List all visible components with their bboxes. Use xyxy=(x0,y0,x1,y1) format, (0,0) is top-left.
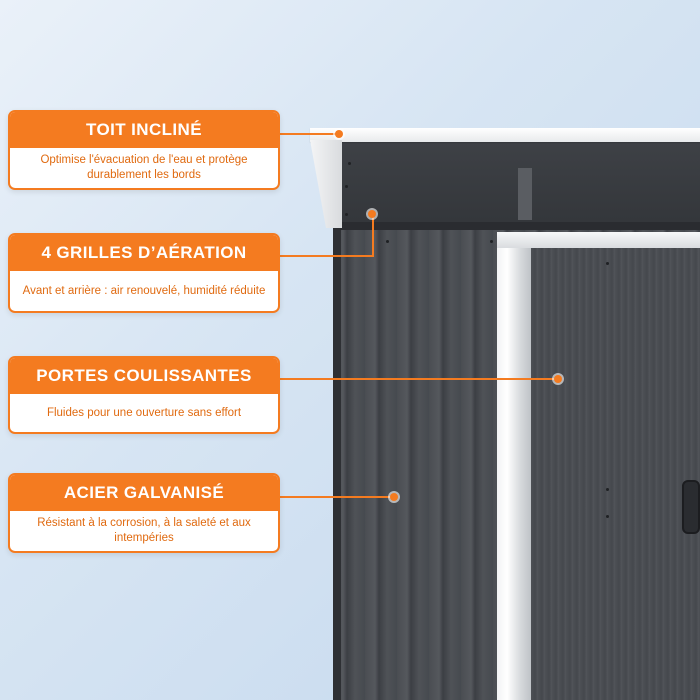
callout-description: Optimise l'évacuation de l'eau et protèg… xyxy=(40,154,248,181)
sliding-door xyxy=(531,248,700,700)
rivet xyxy=(345,213,348,216)
callout-sloped-roof: TOIT INCLINÉ Optimise l'évacuation de l'… xyxy=(8,110,280,190)
rivet xyxy=(386,240,389,243)
callout-description: Résistant à la corrosion, à la saleté et… xyxy=(37,517,251,544)
marker-dot-roof xyxy=(335,130,343,138)
callout-title: ACIER GALVANISÉ xyxy=(10,475,278,511)
callout-title: 4 GRILLES D’AÉRATION xyxy=(10,235,278,271)
fascia-joint xyxy=(518,168,532,220)
marker-dot-steel xyxy=(390,493,398,501)
rivet xyxy=(606,262,609,265)
rivet xyxy=(606,488,609,491)
rivet xyxy=(348,162,351,165)
shed-corner xyxy=(333,225,341,700)
callout-description: Avant et arrière : air renouvelé, humidi… xyxy=(22,284,266,297)
callout-description: Fluides pour une ouverture sans effort xyxy=(46,406,242,419)
rivet xyxy=(490,240,493,243)
callout-title: TOIT INCLINÉ xyxy=(10,112,278,148)
roof-edge xyxy=(310,128,700,142)
callout-galvanized-steel: ACIER GALVANISÉ Résistant à la corrosion… xyxy=(8,473,280,553)
marker-dot-doors xyxy=(554,375,562,383)
leader-line-vents xyxy=(276,255,374,257)
callout-sliding-doors: PORTES COULISSANTES Fluides pour une ouv… xyxy=(8,356,280,434)
marker-dot-vents xyxy=(368,210,376,218)
rivet xyxy=(606,515,609,518)
roof-corner-trim xyxy=(310,140,342,228)
leader-line-steel xyxy=(276,496,394,498)
callout-title: PORTES COULISSANTES xyxy=(10,358,278,394)
rivet xyxy=(345,185,348,188)
door-handle xyxy=(682,480,700,534)
fascia-lower-edge xyxy=(340,222,700,230)
door-frame-top xyxy=(497,232,700,248)
callout-vents: 4 GRILLES D’AÉRATION Avant et arrière : … xyxy=(8,233,280,313)
leader-line-doors xyxy=(276,378,558,380)
leader-line-vents-vertical xyxy=(372,215,374,257)
door-frame-left xyxy=(497,232,531,700)
leader-line-roof xyxy=(276,133,339,135)
